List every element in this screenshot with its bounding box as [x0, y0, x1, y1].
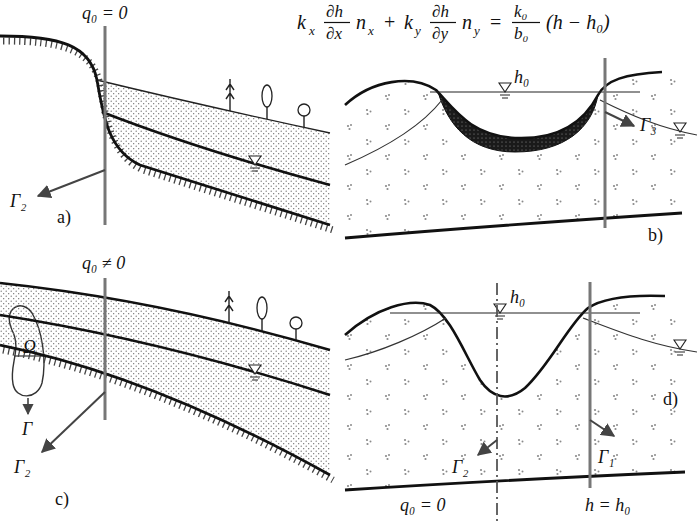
equation-symbol: n	[356, 12, 366, 32]
equation-symbol: k	[404, 12, 413, 32]
boundary-arrow	[478, 440, 497, 455]
water-table	[600, 100, 697, 135]
water-level-label: h₀	[510, 288, 525, 306]
water-level-symbol	[499, 83, 511, 98]
boundary-line	[104, 26, 107, 225]
impermeable-base	[345, 213, 682, 238]
boundary-label: Γ	[22, 420, 32, 438]
impermeable-base	[0, 345, 330, 475]
ground-surface	[97, 80, 330, 133]
panel-c	[0, 278, 333, 480]
panel-b	[345, 58, 697, 238]
equation-denominator: ∂y	[432, 25, 448, 42]
boundary-condition: q₀ = 0	[400, 496, 445, 514]
boundary-condition: q₀ = 0	[82, 4, 127, 22]
panel-letter: b)	[648, 226, 663, 244]
boundary-line	[604, 58, 607, 228]
impermeable-hatch	[3, 41, 333, 230]
boundary-condition: q₀ ≠ 0	[82, 254, 125, 272]
water-table	[102, 112, 330, 185]
water-table-symbol	[249, 365, 261, 380]
aquifer	[345, 296, 685, 490]
impermeable-base	[0, 36, 330, 225]
tree	[298, 104, 310, 127]
panel-letter: d)	[663, 390, 678, 408]
boundary-line	[589, 282, 592, 488]
aquifer	[345, 72, 682, 238]
boundary-label: Γ₂	[10, 192, 27, 210]
ground-surface	[345, 72, 662, 138]
equation-numerator: k₀	[514, 3, 527, 20]
water-table	[0, 315, 330, 395]
boundary-condition: h = h₀	[585, 496, 630, 514]
river-level	[430, 91, 640, 92]
tree	[257, 297, 267, 331]
aquifer	[97, 80, 330, 225]
impermeable-hatch	[3, 350, 333, 480]
equation-symbol: n	[462, 12, 472, 32]
panel-d	[345, 282, 697, 522]
panel-letter: a)	[57, 208, 71, 226]
equation-numerator: ∂h	[432, 3, 449, 20]
tree	[226, 79, 234, 111]
ground-surface	[345, 296, 665, 397]
boundary-label: Γ₂	[14, 458, 31, 476]
equation-operator: +	[384, 12, 395, 32]
equation-subscript: y	[415, 24, 421, 37]
river-level	[390, 312, 640, 313]
water-table	[345, 318, 446, 360]
water-table-symbol	[249, 156, 261, 171]
equation-subscript: x	[368, 24, 374, 37]
water-level-symbol	[494, 304, 506, 319]
tree	[262, 85, 272, 119]
impermeable-base	[345, 472, 685, 490]
equation-denominator: ∂x	[326, 25, 342, 42]
boundary-label: Γ₂	[452, 458, 469, 476]
region-label: Ω	[23, 338, 36, 356]
equation-symbol: (h − h₀)	[546, 12, 610, 32]
panel-letter: c)	[55, 490, 69, 508]
equation-denominator: b₀	[514, 25, 528, 42]
boundary-line	[104, 278, 107, 420]
water-table-symbol	[674, 340, 686, 355]
boundary-label: Γ₃	[640, 116, 657, 134]
boundary-arrow	[590, 420, 614, 436]
boundary-arrow	[27, 398, 29, 414]
boundary-label: Γ₁	[598, 448, 615, 466]
boundary-arrow	[605, 112, 634, 126]
aquifer	[0, 283, 330, 475]
ground-surface	[0, 283, 330, 350]
symmetry-axis	[496, 283, 498, 522]
water-level-label: h₀	[514, 68, 529, 86]
equation-operator: =	[490, 12, 501, 32]
equation-subscript: x	[309, 24, 315, 37]
equation-symbol: k	[297, 12, 306, 32]
equation-numerator: ∂h	[326, 3, 343, 20]
boundary-arrow	[42, 392, 105, 452]
tree	[290, 317, 302, 340]
boundary-arrow	[38, 170, 105, 196]
tree	[225, 291, 233, 323]
water-table	[345, 100, 442, 165]
equation-subscript: y	[474, 24, 480, 37]
panel-a	[0, 26, 333, 230]
water-table-symbol	[674, 123, 686, 138]
